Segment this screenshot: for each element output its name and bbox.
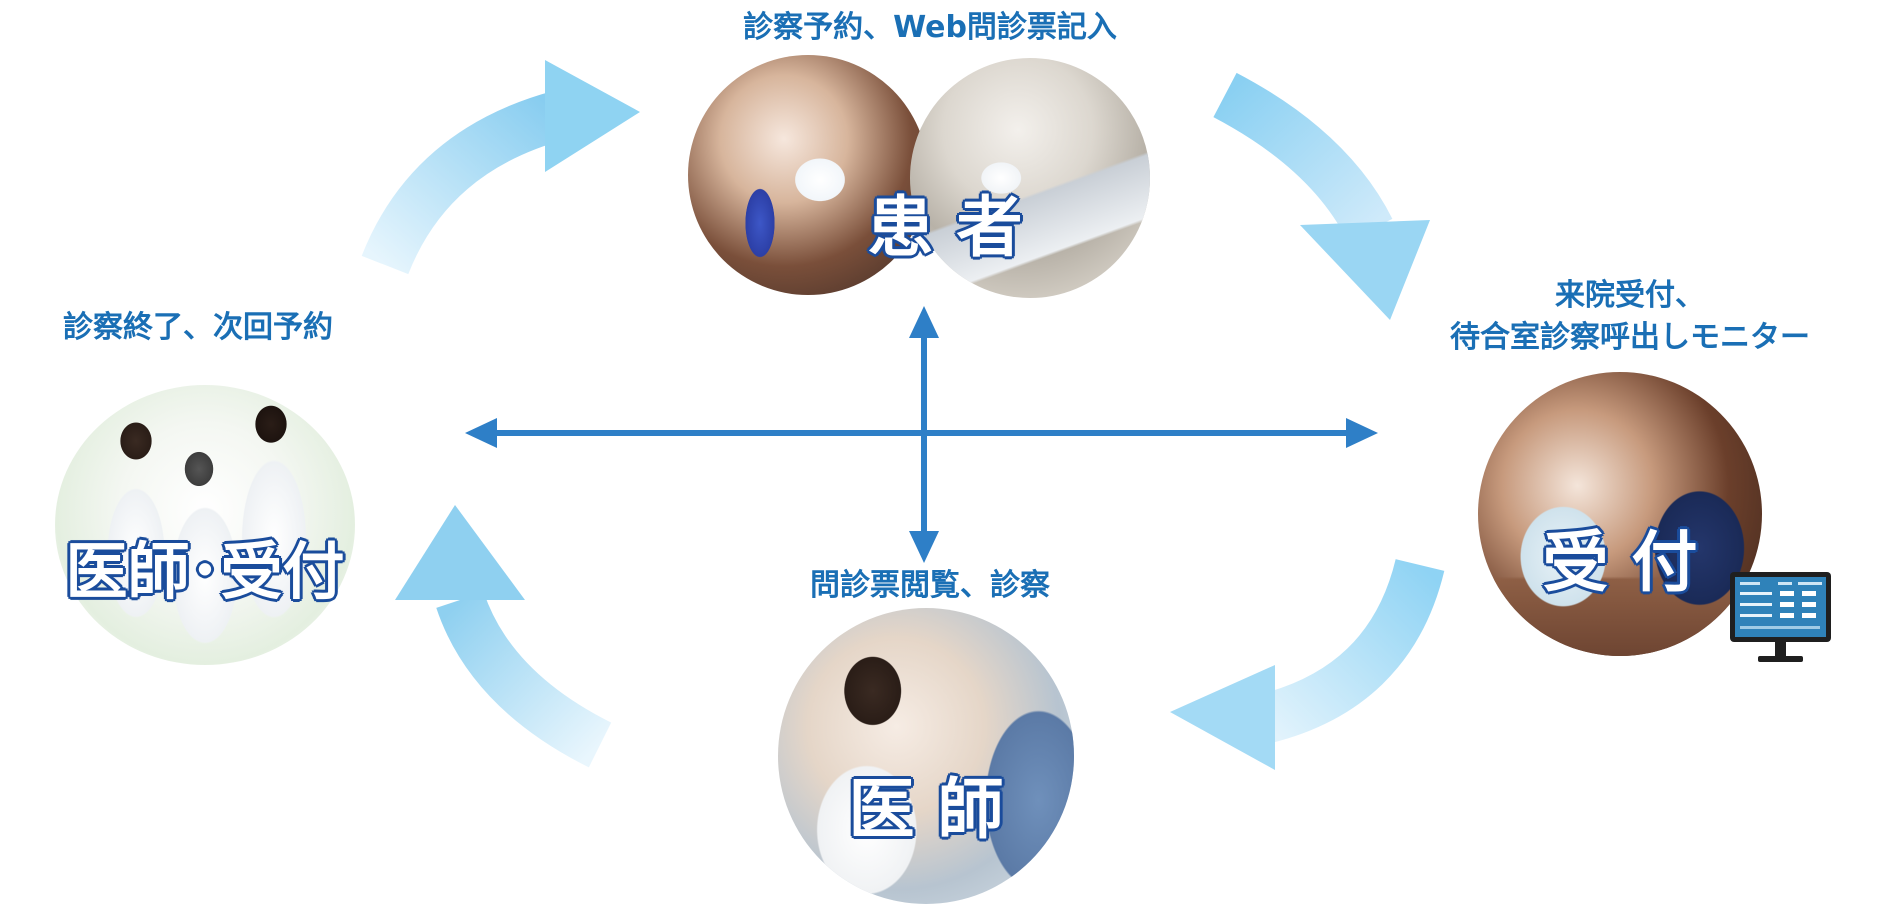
patient-node-label: 患 者 [867,189,1023,266]
doctor-reception-photo [55,385,355,665]
cycle-arrow-top-left-icon [361,60,640,275]
doctor-examination-image [778,608,1074,904]
reception-caption-line-1: 来院受付、 [1555,278,1705,313]
patient-caption: 診察予約、Web問診票記入 [680,8,1180,48]
doctor-reception-node-label: 医師･受付 [65,535,345,608]
doctor-node-label: 医 師 [848,771,1004,848]
cycle-arrow-top-right-icon [1213,72,1430,320]
doctor-reception-caption: 診察終了、次回予約 [18,308,378,348]
reception-caption: 来院受付、 待合室診察呼出しモニター [1390,275,1870,359]
reception-node-label: 受 付 [1542,524,1698,601]
doctor-reception-caption-text: 診察終了、次回予約 [63,310,333,345]
patient-photo-right [910,58,1150,298]
cycle-arrow-bottom-left-icon [395,505,612,768]
patient-photo-left [688,55,928,295]
patient-masked-woman-image [688,55,928,295]
doctor-caption: 問診票閲覧、診察 [760,566,1100,606]
cycle-arrow-bottom-right-icon [1170,558,1445,770]
monitor-icon [1730,572,1831,662]
doctor-caption-text: 問診票閲覧、診察 [810,568,1050,603]
reception-caption-line-2: 待合室診察呼出しモニター [1450,320,1810,355]
reception-nurse-patient-image [1478,372,1762,656]
patient-caption-text: 診察予約、Web問診票記入 [743,10,1117,45]
medical-staff-image [55,385,355,665]
patient-elderly-laptop-image [910,58,1150,298]
cross-double-arrow-icon [465,306,1378,563]
reception-photo [1478,372,1762,656]
doctor-photo [778,608,1074,904]
